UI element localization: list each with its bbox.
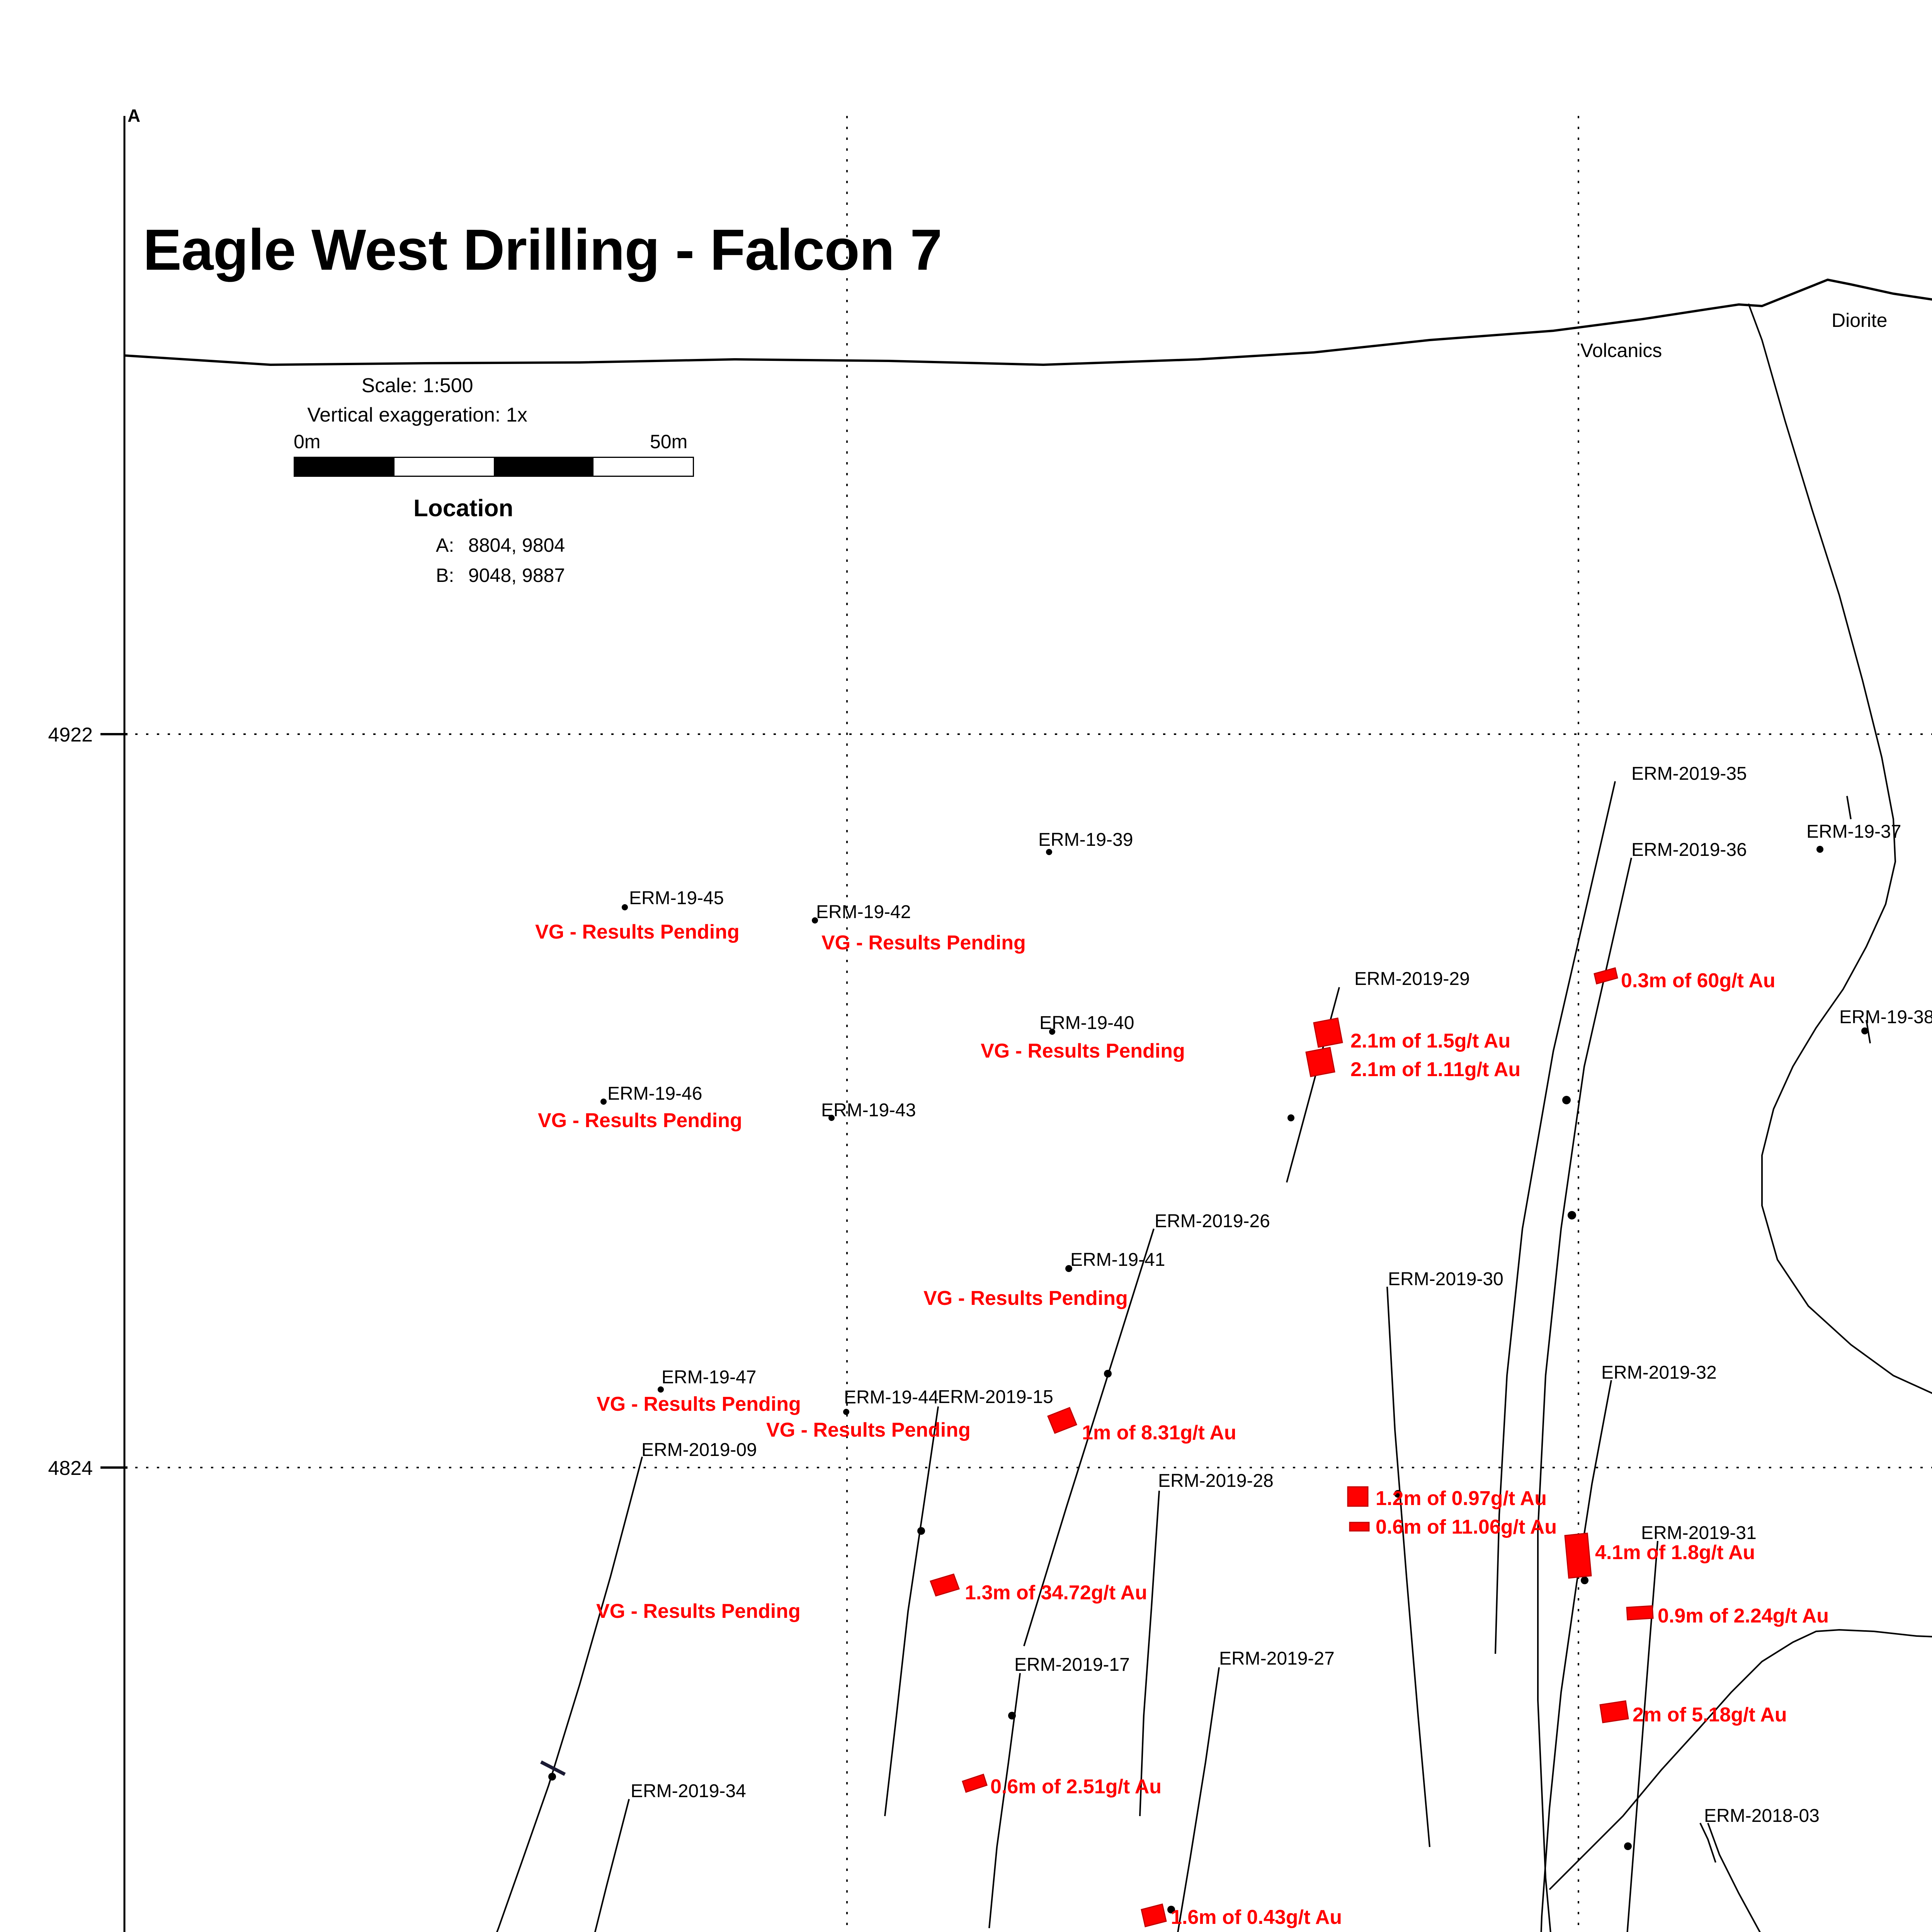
hole-label-erm-19-41: ERM-19-41 bbox=[1070, 1250, 1165, 1270]
lithology-contact-lower bbox=[1549, 1629, 1932, 1890]
hole-label-erm-2018-03: ERM-2018-03 bbox=[1704, 1806, 1820, 1826]
elevation-gridlines bbox=[124, 733, 1932, 1468]
assay-label-1: 2.1m of 1.5g/t Au bbox=[1350, 1030, 1511, 1052]
hole-label-erm-2019-26: ERM-2019-26 bbox=[1155, 1211, 1270, 1231]
hole-label-erm-19-44: ERM-19-44 bbox=[844, 1387, 939, 1408]
location-key-b: B: bbox=[436, 565, 454, 586]
hole-label-erm-2019-36: ERM-2019-36 bbox=[1631, 840, 1747, 860]
assay-label-11: 0.6m of 2.51g/t Au bbox=[990, 1776, 1162, 1798]
geology-label-diorite: Diorite bbox=[1832, 310, 1888, 331]
elevation-ticks bbox=[100, 733, 128, 1469]
assay-label-12: 1.6m of 0.43g/t Au bbox=[1171, 1906, 1342, 1929]
location-value-a: 8804, 9804 bbox=[468, 534, 565, 556]
scale-bar bbox=[294, 457, 694, 477]
section-frame bbox=[123, 116, 126, 1932]
hole-label-erm-2019-28: ERM-2019-28 bbox=[1158, 1471, 1274, 1491]
hole-label-erm-19-37: ERM-19-37 bbox=[1806, 821, 1901, 842]
hole-label-erm-2019-09: ERM-2019-09 bbox=[641, 1440, 757, 1460]
location-row-b: B: 9048, 9887 bbox=[436, 564, 565, 587]
scale-bar-segment-2 bbox=[394, 458, 494, 476]
assay-label-6: 0.6m of 11.06g/t Au bbox=[1376, 1516, 1557, 1538]
lithology-contact-diorite bbox=[1748, 303, 1932, 1394]
scale-bar-segment-4 bbox=[593, 458, 693, 476]
surface-profile bbox=[124, 278, 1932, 366]
vg-label-3: VG - Results Pending bbox=[981, 1040, 1185, 1062]
scale-ratio-label: Scale: 1:500 bbox=[361, 374, 473, 397]
vg-tick-marks bbox=[540, 1760, 566, 1776]
drill-hole-traces bbox=[496, 781, 1871, 1932]
vg-label-2: VG - Results Pending bbox=[821, 932, 1026, 954]
hole-label-erm-19-39: ERM-19-39 bbox=[1038, 830, 1133, 850]
scale-bar-start-label: 0m bbox=[294, 431, 321, 452]
hole-label-erm-19-43: ERM-19-43 bbox=[821, 1100, 916, 1121]
hole-marker-dots bbox=[548, 846, 1868, 1913]
elevation-label-4922: 4922 bbox=[48, 724, 93, 746]
hole-label-erm-2019-34: ERM-2019-34 bbox=[631, 1781, 746, 1801]
location-heading: Location bbox=[413, 495, 514, 522]
coordinate-gridlines bbox=[846, 116, 1579, 1932]
vg-label-1: VG - Results Pending bbox=[535, 921, 740, 943]
hole-label-erm-19-40: ERM-19-40 bbox=[1039, 1013, 1134, 1033]
elevation-label-4824: 4824 bbox=[48, 1457, 93, 1480]
assay-label-3: 0.3m of 60g/t Au bbox=[1621, 969, 1776, 992]
scale-bar-segment-3 bbox=[494, 458, 594, 476]
vertical-exaggeration-label: Vertical exaggeration: 1x bbox=[307, 404, 527, 426]
hole-label-erm-2019-30: ERM-2019-30 bbox=[1388, 1269, 1503, 1289]
assay-label-8: 0.9m of 2.24g/t Au bbox=[1658, 1605, 1829, 1627]
hole-label-erm-2019-15: ERM-2019-15 bbox=[938, 1387, 1053, 1407]
hole-label-erm-19-46: ERM-19-46 bbox=[607, 1083, 702, 1104]
hole-label-erm-19-45: ERM-19-45 bbox=[629, 888, 724, 908]
vg-label-5: VG - Results Pending bbox=[923, 1287, 1128, 1310]
hole-label-erm-2019-31: ERM-2019-31 bbox=[1641, 1523, 1757, 1543]
assay-label-9: 1.3m of 34.72g/t Au bbox=[965, 1582, 1147, 1604]
location-key-a: A: bbox=[436, 534, 454, 556]
hole-label-erm-2019-35: ERM-2019-35 bbox=[1631, 764, 1747, 784]
assay-label-2: 2.1m of 1.11g/t Au bbox=[1350, 1058, 1521, 1081]
scale-bar-segment-1 bbox=[295, 458, 395, 476]
hole-label-erm-2019-27: ERM-2019-27 bbox=[1219, 1648, 1335, 1669]
hole-label-erm-2019-17: ERM-2019-17 bbox=[1014, 1655, 1130, 1675]
hole-label-erm-19-47: ERM-19-47 bbox=[662, 1367, 757, 1388]
hole-label-erm-19-42: ERM-19-42 bbox=[816, 902, 911, 922]
assay-label-5: 1.2m of 0.97g/t Au bbox=[1376, 1487, 1547, 1510]
hole-label-erm-2019-32: ERM-2019-32 bbox=[1601, 1362, 1717, 1383]
vg-label-7: VG - Results Pending bbox=[766, 1419, 971, 1441]
vg-label-8: VG - Results Pending bbox=[596, 1600, 801, 1622]
section-marker-a: A bbox=[128, 105, 141, 126]
page-title: Eagle West Drilling - Falcon 7 bbox=[143, 217, 942, 282]
vg-label-6: VG - Results Pending bbox=[597, 1393, 801, 1415]
assay-label-4: 1m of 8.31g/t Au bbox=[1082, 1422, 1236, 1444]
location-value-b: 9048, 9887 bbox=[468, 565, 565, 586]
assay-label-7: 4.1m of 1.8g/t Au bbox=[1595, 1541, 1755, 1564]
assay-label-10: 2m of 5.18g/t Au bbox=[1633, 1704, 1787, 1726]
hole-label-erm-19-38: ERM-19-38 bbox=[1839, 1007, 1932, 1027]
scale-bar-end-label: 50m bbox=[650, 431, 688, 452]
vg-label-4: VG - Results Pending bbox=[538, 1109, 742, 1132]
geology-label-volcanics: Volcanics bbox=[1580, 340, 1662, 361]
location-row-a: A: 8804, 9804 bbox=[436, 534, 565, 556]
assay-interval-markers bbox=[930, 967, 1654, 1927]
hole-label-erm-2019-29: ERM-2019-29 bbox=[1354, 969, 1470, 989]
